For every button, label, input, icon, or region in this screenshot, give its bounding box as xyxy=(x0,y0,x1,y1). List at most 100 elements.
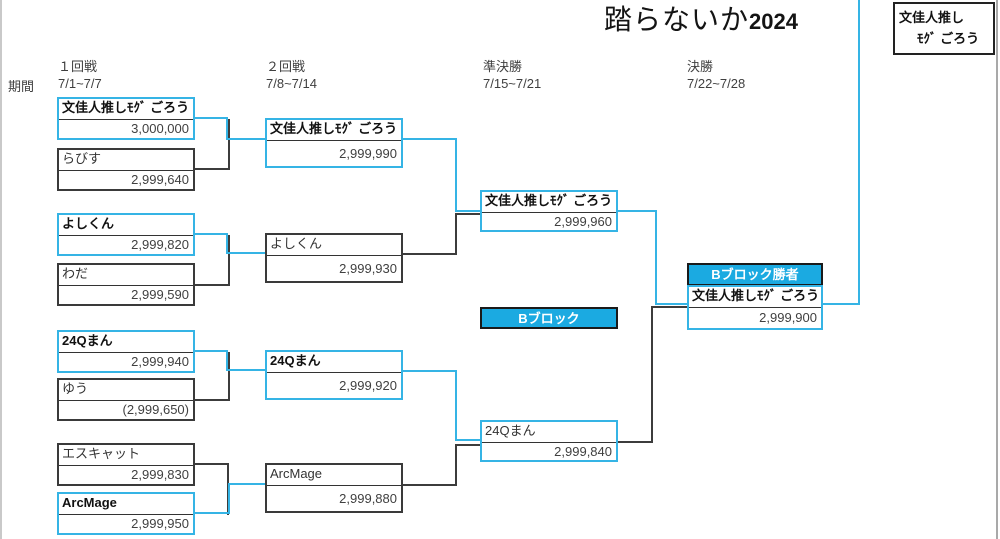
winner-line xyxy=(403,138,457,140)
player-score: 2,999,820 xyxy=(131,237,189,252)
connector-line xyxy=(455,444,457,486)
winner-line xyxy=(455,138,457,212)
r1-match4-winner-box: ArcMage 2,999,950 xyxy=(57,492,195,535)
title-year: 2024 xyxy=(749,9,798,34)
winner-line xyxy=(226,138,267,140)
winner-line xyxy=(655,303,689,305)
player-name: 24Qまん xyxy=(267,352,401,373)
r2-match1-loser-box: よしくん 2,999,930 xyxy=(265,233,403,283)
player-score: 2,999,950 xyxy=(131,516,189,531)
player-name: ゆう xyxy=(59,380,193,401)
connector-line xyxy=(195,168,230,170)
winner-line xyxy=(226,117,228,140)
winner-line xyxy=(228,483,267,485)
connector-line xyxy=(403,253,457,255)
winner-line xyxy=(195,350,228,352)
player-score: (2,999,650) xyxy=(122,402,190,417)
player-name: 24Qまん xyxy=(59,332,193,353)
winner-line xyxy=(226,350,228,371)
left-window-edge xyxy=(0,0,2,539)
connector-line xyxy=(228,352,230,401)
connector-line xyxy=(195,284,230,286)
player-score: 2,999,940 xyxy=(131,354,189,369)
connector-line xyxy=(195,463,229,465)
r2-match1-winner-box: 文佳人推しﾓｸﾞ ごろう 2,999,990 xyxy=(265,118,403,168)
connector-line xyxy=(455,444,482,446)
player-score: 3,000,000 xyxy=(131,121,189,136)
connector-line xyxy=(618,441,653,443)
player-name: エスキャット xyxy=(59,445,193,466)
champion-box: 文佳人推し ﾓｸﾞ ごろう xyxy=(893,2,995,55)
r1-match1-loser-box: らびす 2,999,640 xyxy=(57,148,195,191)
connector-line xyxy=(455,213,482,215)
connector-line xyxy=(195,399,230,401)
player-score: 2,999,960 xyxy=(554,214,612,229)
r2-match2-loser-box: ArcMage 2,999,880 xyxy=(265,463,403,513)
player-name: ArcMage xyxy=(59,494,193,515)
winner-line xyxy=(226,233,228,254)
page-title: 踏らないか2024 xyxy=(604,0,798,38)
connector-line xyxy=(455,214,457,255)
r1-match3-winner-box: 24Qまん 2,999,940 xyxy=(57,330,195,373)
connector-line xyxy=(651,306,689,308)
period-label: 期間 xyxy=(8,79,35,94)
semifinal-loser-box: 24Qまん 2,999,840 xyxy=(480,420,618,462)
winner-line xyxy=(195,233,228,235)
round2-label: ２回戦 xyxy=(266,59,306,74)
semifinal-dates: 7/15~7/21 xyxy=(483,76,542,91)
connector-line xyxy=(403,484,457,486)
player-name: よしくん xyxy=(267,235,401,256)
player-score: 2,999,840 xyxy=(554,444,612,459)
player-score: 2,999,930 xyxy=(339,261,397,276)
player-name: らびす xyxy=(59,150,193,171)
player-name: 文佳人推しﾓｸﾞ ごろう xyxy=(689,287,821,308)
winner-line xyxy=(455,439,482,441)
round1-dates: 7/1~7/7 xyxy=(58,76,102,91)
player-name: 文佳人推しﾓｸﾞ ごろう xyxy=(59,99,193,120)
right-window-edge xyxy=(996,0,998,539)
r1-match2-winner-box: よしくん 2,999,820 xyxy=(57,213,195,256)
winner-line xyxy=(455,370,457,441)
player-score: 2,999,990 xyxy=(339,146,397,161)
player-name: 文佳人推しﾓｸﾞ ごろう xyxy=(482,192,616,213)
player-name: ArcMage xyxy=(267,465,401,486)
player-score: 2,999,830 xyxy=(131,467,189,482)
winner-line xyxy=(226,252,267,254)
winner-line xyxy=(403,370,457,372)
block-label: Bブロック xyxy=(480,307,618,329)
semifinal-winner-box: 文佳人推しﾓｸﾞ ごろう 2,999,960 xyxy=(480,190,618,232)
winner-line xyxy=(618,210,657,212)
winner-line xyxy=(655,210,657,305)
r1-match1-winner-box: 文佳人推しﾓｸﾞ ごろう 3,000,000 xyxy=(57,97,195,140)
player-name: 文佳人推しﾓｸﾞ ごろう xyxy=(267,120,401,141)
player-score: 2,999,590 xyxy=(131,287,189,302)
champion-name-line1: 文佳人推し xyxy=(899,10,965,25)
connector-line xyxy=(651,306,653,443)
final-dates: 7/22~7/28 xyxy=(687,76,746,91)
round1-label: １回戦 xyxy=(58,59,98,74)
block-winner-header: Bブロック勝者 xyxy=(687,263,823,286)
r1-match2-loser-box: わだ 2,999,590 xyxy=(57,263,195,306)
winner-line xyxy=(858,0,860,305)
player-score: 2,999,900 xyxy=(759,310,817,325)
winner-line xyxy=(228,483,230,514)
winner-line xyxy=(226,369,267,371)
r1-match4-loser-box: エスキャット 2,999,830 xyxy=(57,443,195,486)
r2-match2-winner-box: 24Qまん 2,999,920 xyxy=(265,350,403,400)
player-score: 2,999,880 xyxy=(339,491,397,506)
winner-line xyxy=(455,210,482,212)
block-winner-box: 文佳人推しﾓｸﾞ ごろう 2,999,900 xyxy=(687,285,823,330)
round2-dates: 7/8~7/14 xyxy=(266,76,317,91)
player-name: 24Qまん xyxy=(482,422,616,443)
connector-line xyxy=(228,235,230,286)
final-label: 決勝 xyxy=(687,59,714,74)
player-name: よしくん xyxy=(59,215,193,236)
champion-name-line2: ﾓｸﾞ ごろう xyxy=(917,31,980,46)
player-score: 2,999,920 xyxy=(339,378,397,393)
semifinal-label: 準決勝 xyxy=(483,59,523,74)
winner-line xyxy=(823,303,860,305)
winner-line xyxy=(195,512,230,514)
title-main: 踏らないか xyxy=(604,3,750,36)
winner-line xyxy=(195,117,228,119)
